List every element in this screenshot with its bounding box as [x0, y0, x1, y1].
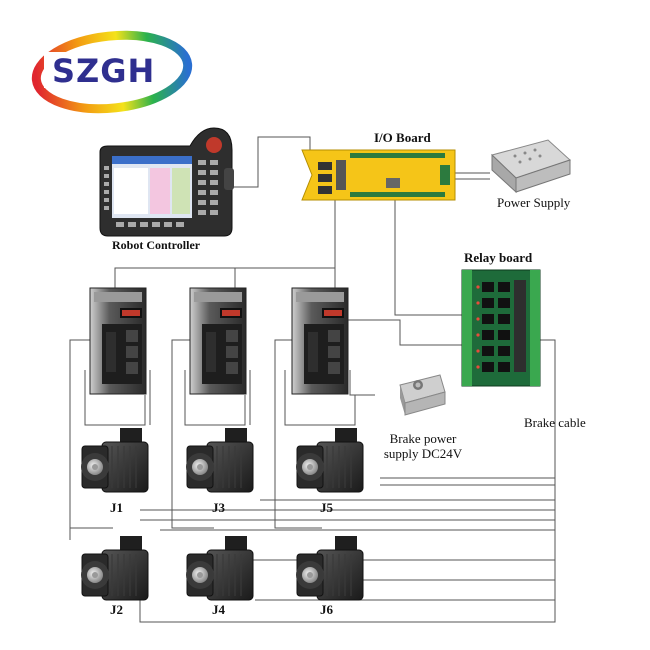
- szgh-logo: [31, 30, 193, 114]
- robot-controller-pendant: [99, 127, 234, 237]
- servo-motor-j4: [185, 535, 254, 601]
- servo-motor-j6: [295, 535, 364, 601]
- power-supply: [491, 139, 571, 194]
- robot-controller-label: Robot Controller: [112, 238, 201, 252]
- servo-drive-3: [291, 287, 349, 395]
- relay-board-label: Relay board: [464, 250, 533, 265]
- relay-board: [461, 269, 541, 387]
- servo-motor-j3: [185, 427, 254, 493]
- brake-cable-label: Brake cable: [524, 415, 586, 430]
- io-board: [301, 149, 456, 201]
- logo-text: SZGH: [52, 52, 156, 90]
- io-board-label: I/O Board: [374, 130, 431, 145]
- joint-label-j5: J5: [320, 500, 333, 515]
- wiring: [69, 136, 556, 623]
- servo-motor-j5: [295, 427, 364, 493]
- servo-drive-1: [89, 287, 147, 395]
- joint-label-j6: J6: [320, 602, 333, 617]
- servo-motor-j2: [80, 535, 149, 601]
- brake-power-supply-label-line2: supply DC24V: [383, 446, 463, 461]
- power-supply-label: Power Supply: [497, 195, 571, 210]
- joint-label-j3: J3: [212, 500, 225, 515]
- servo-drive-2: [189, 287, 247, 395]
- brake-power-supply-label-line1: Brake power: [389, 431, 457, 446]
- joint-label-j1: J1: [110, 500, 123, 515]
- servo-motor-j1: [80, 427, 149, 493]
- brake-power-supply: [399, 374, 446, 416]
- joint-label-j4: J4: [212, 602, 225, 617]
- joint-label-j2: J2: [110, 602, 123, 617]
